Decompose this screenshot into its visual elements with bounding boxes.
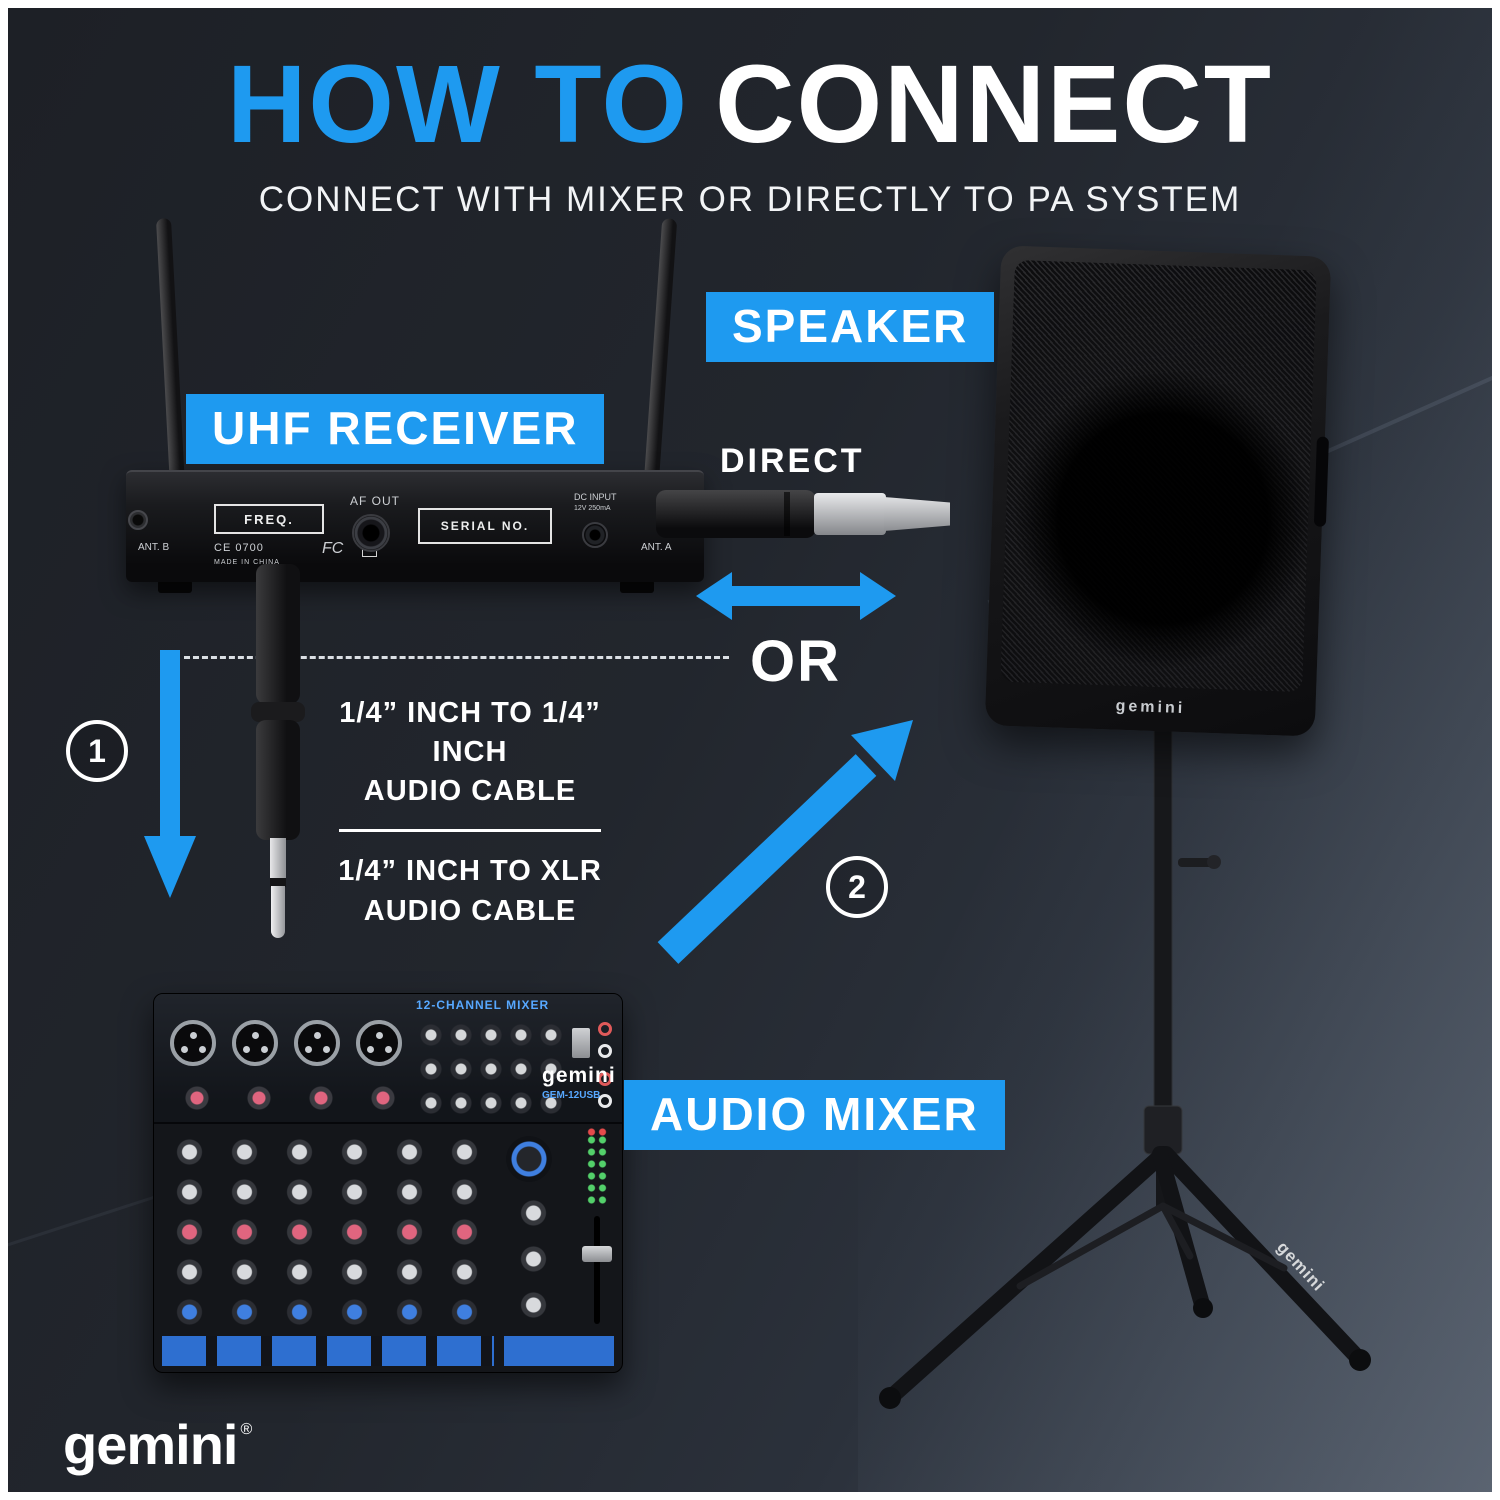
xlr-input-icon xyxy=(294,1020,340,1066)
af-out-jack-icon xyxy=(352,514,390,552)
arrow-double-icon xyxy=(696,572,896,620)
arrow-down-icon xyxy=(144,650,196,898)
receiver-antenna-b-icon xyxy=(155,217,185,487)
speaker-label: SPEAKER xyxy=(706,292,995,362)
knob-row xyxy=(162,1172,494,1212)
cable-option-2-line1: 1/4” INCH TO XLR xyxy=(338,855,602,888)
cable-option-2-line2: AUDIO CABLE xyxy=(363,894,577,927)
channel-strips xyxy=(162,1336,494,1366)
master-fader-cap xyxy=(582,1246,612,1262)
registered-mark: ® xyxy=(240,1421,252,1438)
xlr-input-icon xyxy=(232,1020,278,1066)
master-knob-column xyxy=(506,1190,561,1330)
receiver-antenna-a-icon xyxy=(644,218,678,481)
mixer-header-label: 12-CHANNEL MIXER xyxy=(416,998,550,1012)
usb-port-icon xyxy=(572,1028,590,1058)
dc-input-label: DC INPUT xyxy=(574,492,617,502)
ant-b-label: ANT. B xyxy=(138,542,170,553)
xlr-plug-tip xyxy=(884,497,950,531)
rca-jack-white-icon xyxy=(598,1044,612,1058)
xlr-input-icon xyxy=(170,1020,216,1066)
xlr-groove xyxy=(784,492,790,536)
speaker-device: gemini xyxy=(984,245,1332,737)
cable-option-1-line1: 1/4” INCH TO 1/4” INCH xyxy=(339,697,601,769)
master-fader-track xyxy=(594,1216,600,1324)
master-strip xyxy=(504,1336,614,1366)
step-2-badge: 2 xyxy=(826,856,888,918)
gemini-logo: gemini® xyxy=(63,1412,252,1477)
audio-mixer-label: AUDIO MIXER xyxy=(624,1080,1005,1150)
uhf-receiver-label: UHF RECEIVER xyxy=(186,394,605,464)
cable-options-divider xyxy=(339,829,601,833)
direct-label: DIRECT xyxy=(720,442,865,480)
coupler-bottom xyxy=(256,720,300,840)
jack-field xyxy=(416,1018,564,1118)
coupler-top xyxy=(256,564,300,704)
or-label: OR xyxy=(750,629,841,694)
mixer-top-panel: 12-CHANNEL MIXER gemini GEM-12USB xyxy=(154,994,622,1124)
master-knob-icon xyxy=(506,1136,552,1182)
plug-tip xyxy=(271,886,285,938)
ce-mark: CE 0700 xyxy=(214,542,264,554)
xlr-direct-cable-icon xyxy=(656,488,956,540)
coupler-ring xyxy=(251,702,305,722)
made-in-china-label: MADE IN CHINA xyxy=(214,559,280,566)
led-meter xyxy=(586,1134,608,1208)
cable-options: 1/4” INCH TO 1/4” INCH AUDIO CABLE 1/4” … xyxy=(300,694,640,931)
rca-jack-white-icon xyxy=(598,1094,612,1108)
speaker-handle xyxy=(1313,436,1329,527)
arrow-diagonal-icon xyxy=(657,720,913,964)
mixer-brand-label: gemini xyxy=(542,1064,616,1087)
speaker-stand: gemini xyxy=(879,708,1371,1409)
step-1-badge: 1 xyxy=(66,720,128,782)
knob-row xyxy=(162,1292,494,1332)
knob-row xyxy=(162,1132,494,1172)
title-how-to: HOW TO xyxy=(226,43,690,166)
receiver-foot xyxy=(158,580,192,593)
gain-knob-row xyxy=(166,1078,414,1118)
dashed-connector-line xyxy=(184,656,729,659)
title-connect: CONNECT xyxy=(715,43,1274,166)
audio-mixer-device: 12-CHANNEL MIXER gemini GEM-12USB xyxy=(153,993,623,1373)
rca-jack-red-icon xyxy=(598,1022,612,1036)
ant-a-label: ANT. A xyxy=(641,542,672,553)
cable-option-1-line2: AUDIO CABLE xyxy=(363,775,577,808)
speaker-brand-label: gemini xyxy=(1115,697,1186,718)
speaker-grille xyxy=(1000,259,1317,693)
ant-b-connector xyxy=(128,510,148,530)
uhf-receiver-device: ANT. B FREQ. CE 0700 MADE IN CHINA FC ✓ … xyxy=(126,470,714,582)
freq-display: FREQ. xyxy=(214,504,324,534)
xlr-input-icon xyxy=(356,1020,402,1066)
knob-row xyxy=(162,1252,494,1292)
quarter-inch-coupler-icon xyxy=(251,564,305,960)
plug-ring xyxy=(270,878,286,887)
dc-input-jack-icon xyxy=(582,522,608,548)
gemini-logo-text: gemini xyxy=(63,1413,238,1476)
xlr-collar xyxy=(814,493,886,535)
receiver-foot xyxy=(620,580,654,593)
serial-no-box: SERIAL NO. xyxy=(418,508,552,544)
rca-jack-red-icon xyxy=(598,1072,612,1086)
knob-row xyxy=(162,1212,494,1252)
plug-shaft xyxy=(270,838,286,880)
dc-spec-label: 12V 250mA xyxy=(574,505,611,512)
xlr-barrel xyxy=(656,490,816,538)
af-out-label: AF OUT xyxy=(350,494,400,508)
fcc-mark: FC xyxy=(322,540,344,557)
mixer-model-label: GEM-12USB xyxy=(542,1090,601,1101)
subtitle: CONNECT WITH MIXER OR DIRECTLY TO PA SYS… xyxy=(258,180,1242,219)
